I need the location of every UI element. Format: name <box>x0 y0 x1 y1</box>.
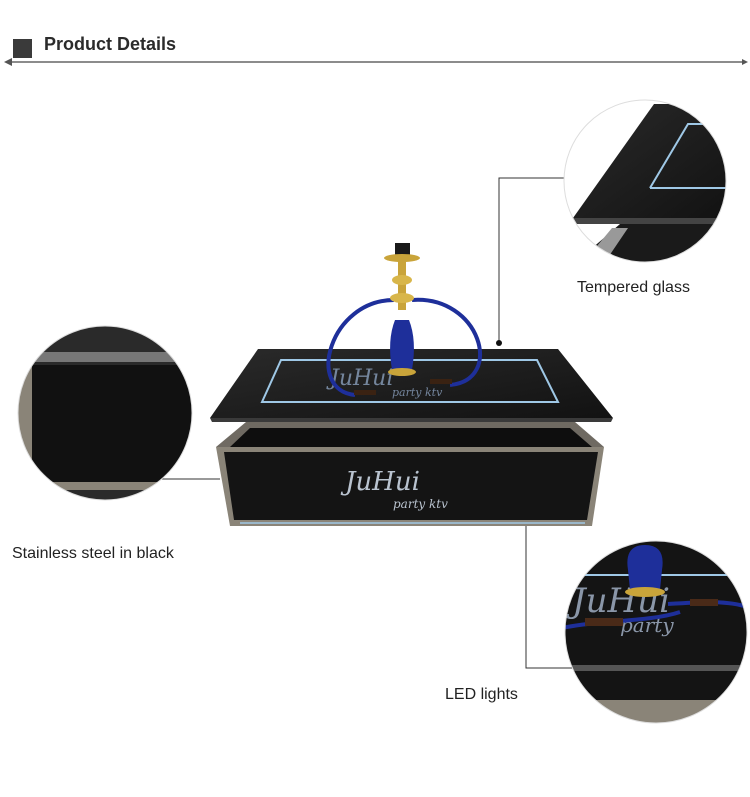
zoom-steel <box>18 326 192 500</box>
header-divider <box>4 58 748 66</box>
brand-name: JuHui <box>340 467 420 497</box>
callout-stainless-steel: Stainless steel in black <box>12 545 174 562</box>
zoom-glass <box>564 100 726 262</box>
section-title: Product Details <box>44 34 177 54</box>
zoom-led: JuHui party <box>565 541 747 723</box>
coffee-table: JuHui party ktv JuHui party ktv <box>210 349 613 526</box>
hookah <box>326 243 482 397</box>
header-square-icon <box>13 39 32 58</box>
callout-tempered-glass: Tempered glass <box>577 279 690 296</box>
svg-text:party ktv: party ktv <box>392 386 443 399</box>
callout-led-lights: LED lights <box>445 686 518 703</box>
brand-tagline: party ktv <box>393 497 448 511</box>
section-header: Product Details <box>0 30 750 70</box>
